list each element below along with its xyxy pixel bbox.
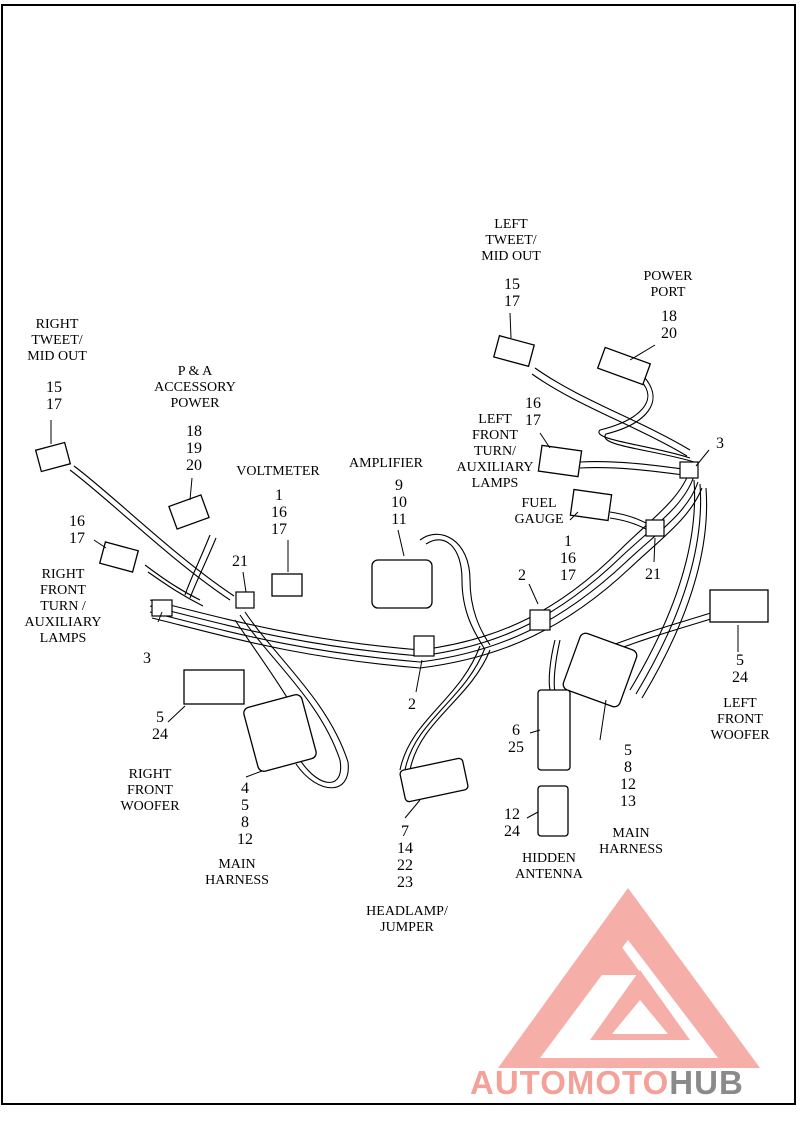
pa-power-connector <box>168 494 210 530</box>
callout-headlamp: 7 14 22 23 <box>397 823 413 891</box>
fuel-gauge-connector <box>569 488 613 522</box>
callout-21-left: 21 <box>232 553 248 570</box>
headlamp-branch <box>399 645 491 771</box>
label-voltmeter: VOLTMETER <box>236 464 320 479</box>
callout-2-center: 2 <box>518 567 526 584</box>
hidden-antenna-connector <box>537 785 569 837</box>
callout-connector-6-25: 6 25 <box>508 722 524 756</box>
callout-2-bottom: 2 <box>408 696 416 713</box>
watermark-text-main: AUTOMOTO <box>470 1064 670 1101</box>
clip-21-left <box>235 591 255 609</box>
left-turn-branch <box>579 461 693 477</box>
voltmeter-connector <box>271 573 303 597</box>
label-headlamp: HEADLAMP/ JUMPER <box>366 904 448 935</box>
headlamp-connector <box>399 757 469 803</box>
label-right-front-turn: RIGHT FRONT TURN / AUXILIARY LAMPS <box>24 567 102 646</box>
diagram-frame <box>1 4 796 1105</box>
callout-3-left: 3 <box>143 650 151 667</box>
label-power-port: POWER PORT <box>643 269 693 300</box>
watermark-logo-icon <box>498 888 760 1068</box>
callout-left-woofer: 5 24 <box>732 652 748 686</box>
right-tweet-connector <box>34 441 72 473</box>
amplifier-branch <box>419 533 491 649</box>
right-turn-connector <box>98 541 140 573</box>
left-tweet-connector <box>492 334 536 368</box>
callout-power-port: 18 20 <box>661 308 677 342</box>
main-harness-left-connector <box>243 694 317 772</box>
label-left-front-turn: LEFT FRONT TURN/ AUXILIARY LAMPS <box>456 412 534 491</box>
label-fuel-gauge: FUEL GAUGE <box>514 496 564 527</box>
label-left-woofer: LEFT FRONT WOOFER <box>710 696 770 743</box>
power-port-branch <box>598 377 695 463</box>
clip-3-top <box>679 461 699 479</box>
left-tweet-branch <box>531 367 691 457</box>
clip-21-right <box>645 519 665 537</box>
label-main-harness-left: MAIN HARNESS <box>205 857 269 888</box>
label-left-tweet: LEFT TWEET/ MID OUT <box>481 217 541 264</box>
callout-main-harness-left: 4 5 8 12 <box>237 780 253 848</box>
callout-3-top: 3 <box>716 435 724 452</box>
label-hidden-antenna: HIDDEN ANTENNA <box>515 851 583 882</box>
left-woofer-connector <box>709 589 769 623</box>
callout-left-front-turn: 16 17 <box>525 395 541 429</box>
pa-power-branch <box>184 534 217 599</box>
callout-right-woofer: 5 24 <box>152 709 168 743</box>
connector-6-25 <box>537 689 571 771</box>
watermark-text-hub: HUB <box>669 1064 744 1101</box>
label-main-harness-right: MAIN HARNESS <box>599 826 663 857</box>
right-turn-branch <box>144 564 204 607</box>
callout-main-harness-right: 5 8 12 13 <box>620 742 636 810</box>
right-woofer-connector <box>183 669 245 705</box>
label-right-tweet: RIGHT TWEET/ MID OUT <box>27 317 87 364</box>
amplifier-connector <box>371 559 433 609</box>
label-right-woofer: RIGHT FRONT WOOFER <box>120 767 180 814</box>
power-port-connector <box>596 346 652 386</box>
callout-21-right: 21 <box>645 566 661 583</box>
callout-left-tweet: 15 17 <box>504 276 520 310</box>
label-amplifier: AMPLIFIER <box>349 456 423 471</box>
left-turn-connector <box>537 444 583 478</box>
callout-amplifier: 9 10 11 <box>391 477 407 528</box>
callout-pa-power: 18 19 20 <box>186 423 202 474</box>
callout-hidden-antenna: 12 24 <box>504 806 520 840</box>
clip-3-left <box>151 599 173 617</box>
clip-2-bottom <box>413 635 435 657</box>
right-tweet-branch <box>69 465 235 601</box>
callout-voltmeter: 1 16 17 <box>271 487 287 538</box>
watermark-text: AUTOMOTOHUB <box>470 1064 744 1102</box>
main-harness-right-connector <box>562 632 638 708</box>
callout-fuel-gauge: 1 16 17 <box>560 533 576 584</box>
antenna-branch <box>548 639 561 693</box>
label-pa-power: P & A ACCESSORY POWER <box>154 364 236 411</box>
fuel-gauge-branch <box>609 511 651 532</box>
callout-right-tweet: 15 17 <box>46 379 62 413</box>
clip-2-center <box>529 609 551 631</box>
callout-right-front-turn: 16 17 <box>69 513 85 547</box>
